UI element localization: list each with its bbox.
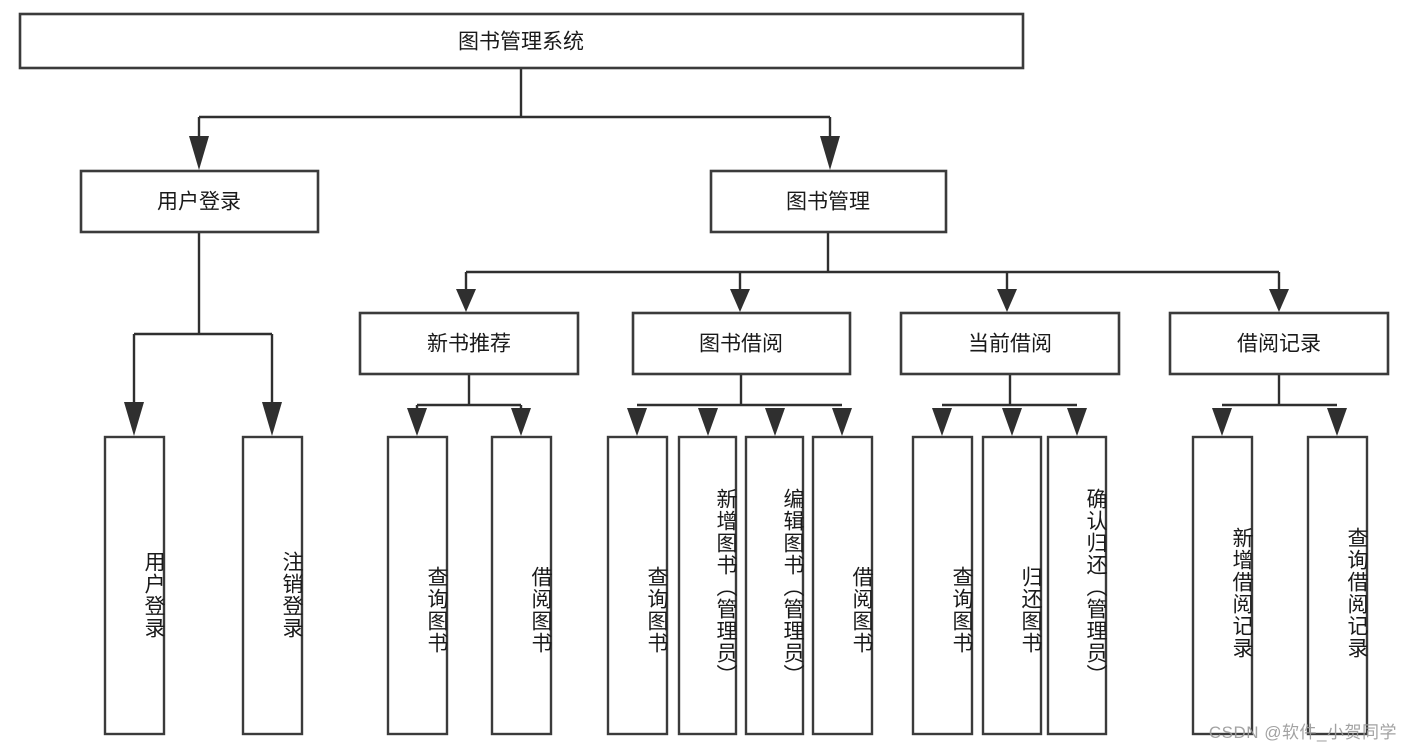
label-current-borrow: 当前借阅 bbox=[968, 333, 1052, 356]
arrow-head-icon bbox=[730, 289, 750, 312]
node-box-leaf-user-login[interactable] bbox=[103, 435, 166, 736]
label-user-login: 用户登录 bbox=[157, 191, 241, 214]
connector-group-borrow-record bbox=[1212, 374, 1347, 436]
node-box-leaf-query-book-1[interactable] bbox=[386, 435, 449, 736]
node-box-leaf-add-record[interactable] bbox=[1191, 435, 1254, 736]
arrow-head-icon bbox=[698, 408, 718, 436]
arrow-head-icon bbox=[124, 402, 144, 436]
arrow-head-icon bbox=[262, 402, 282, 436]
arrow-head-icon bbox=[1067, 408, 1087, 436]
connector-group-book-borrow bbox=[627, 374, 852, 436]
node-box-leaf-return-book[interactable] bbox=[981, 435, 1043, 736]
node-box-borrow-record[interactable] bbox=[1168, 311, 1390, 376]
node-box-leaf-logout[interactable] bbox=[241, 435, 304, 736]
label-borrow-record: 借阅记录 bbox=[1237, 333, 1321, 356]
node-box-book-management[interactable] bbox=[709, 169, 948, 234]
arrow-head-icon bbox=[1212, 408, 1232, 436]
arrow-head-icon bbox=[1269, 289, 1289, 312]
watermark-text: CSDN @软件_小贺同学 bbox=[1208, 723, 1397, 742]
connector-group-user-login bbox=[124, 232, 282, 436]
arrow-head-icon bbox=[627, 408, 647, 436]
arrow-head-icon bbox=[1327, 408, 1347, 436]
node-box-leaf-edit-book[interactable] bbox=[744, 435, 805, 736]
arrow-head-icon bbox=[932, 408, 952, 436]
connector-group-new-book-recommend bbox=[407, 374, 531, 436]
arrow-head-icon bbox=[832, 408, 852, 436]
arrow-head-icon bbox=[456, 289, 476, 312]
label-new-book-recommend: 新书推荐 bbox=[427, 333, 511, 356]
node-box-user-login[interactable] bbox=[79, 169, 320, 234]
node-box-leaf-confirm-return[interactable] bbox=[1046, 435, 1108, 736]
node-box-leaf-query-book-3[interactable] bbox=[911, 435, 974, 736]
node-box-book-borrow[interactable] bbox=[631, 311, 852, 376]
label-root: 图书管理系统 bbox=[458, 31, 584, 54]
node-box-leaf-borrow-book-2[interactable] bbox=[811, 435, 874, 736]
label-book-borrow: 图书借阅 bbox=[699, 333, 783, 356]
node-box-leaf-add-book[interactable] bbox=[677, 435, 738, 736]
arrow-head-icon bbox=[189, 136, 209, 170]
connector-group-current-borrow bbox=[932, 374, 1087, 436]
node-box-root[interactable] bbox=[18, 12, 1025, 70]
arrow-head-icon bbox=[820, 136, 840, 170]
node-box-leaf-query-record[interactable] bbox=[1306, 435, 1369, 736]
arrow-head-icon bbox=[1002, 408, 1022, 436]
node-box-new-book-recommend[interactable] bbox=[358, 311, 580, 376]
connector-group-root bbox=[189, 68, 840, 170]
label-book-management: 图书管理 bbox=[786, 191, 870, 214]
node-box-leaf-query-book-2[interactable] bbox=[606, 435, 669, 736]
arrow-head-icon bbox=[511, 408, 531, 436]
arrow-head-icon bbox=[407, 408, 427, 436]
node-box-leaf-borrow-book-1[interactable] bbox=[490, 435, 553, 736]
node-box-current-borrow[interactable] bbox=[899, 311, 1121, 376]
arrow-head-icon bbox=[997, 289, 1017, 312]
connector-group-book-management bbox=[456, 232, 1289, 312]
arrow-head-icon bbox=[765, 408, 785, 436]
